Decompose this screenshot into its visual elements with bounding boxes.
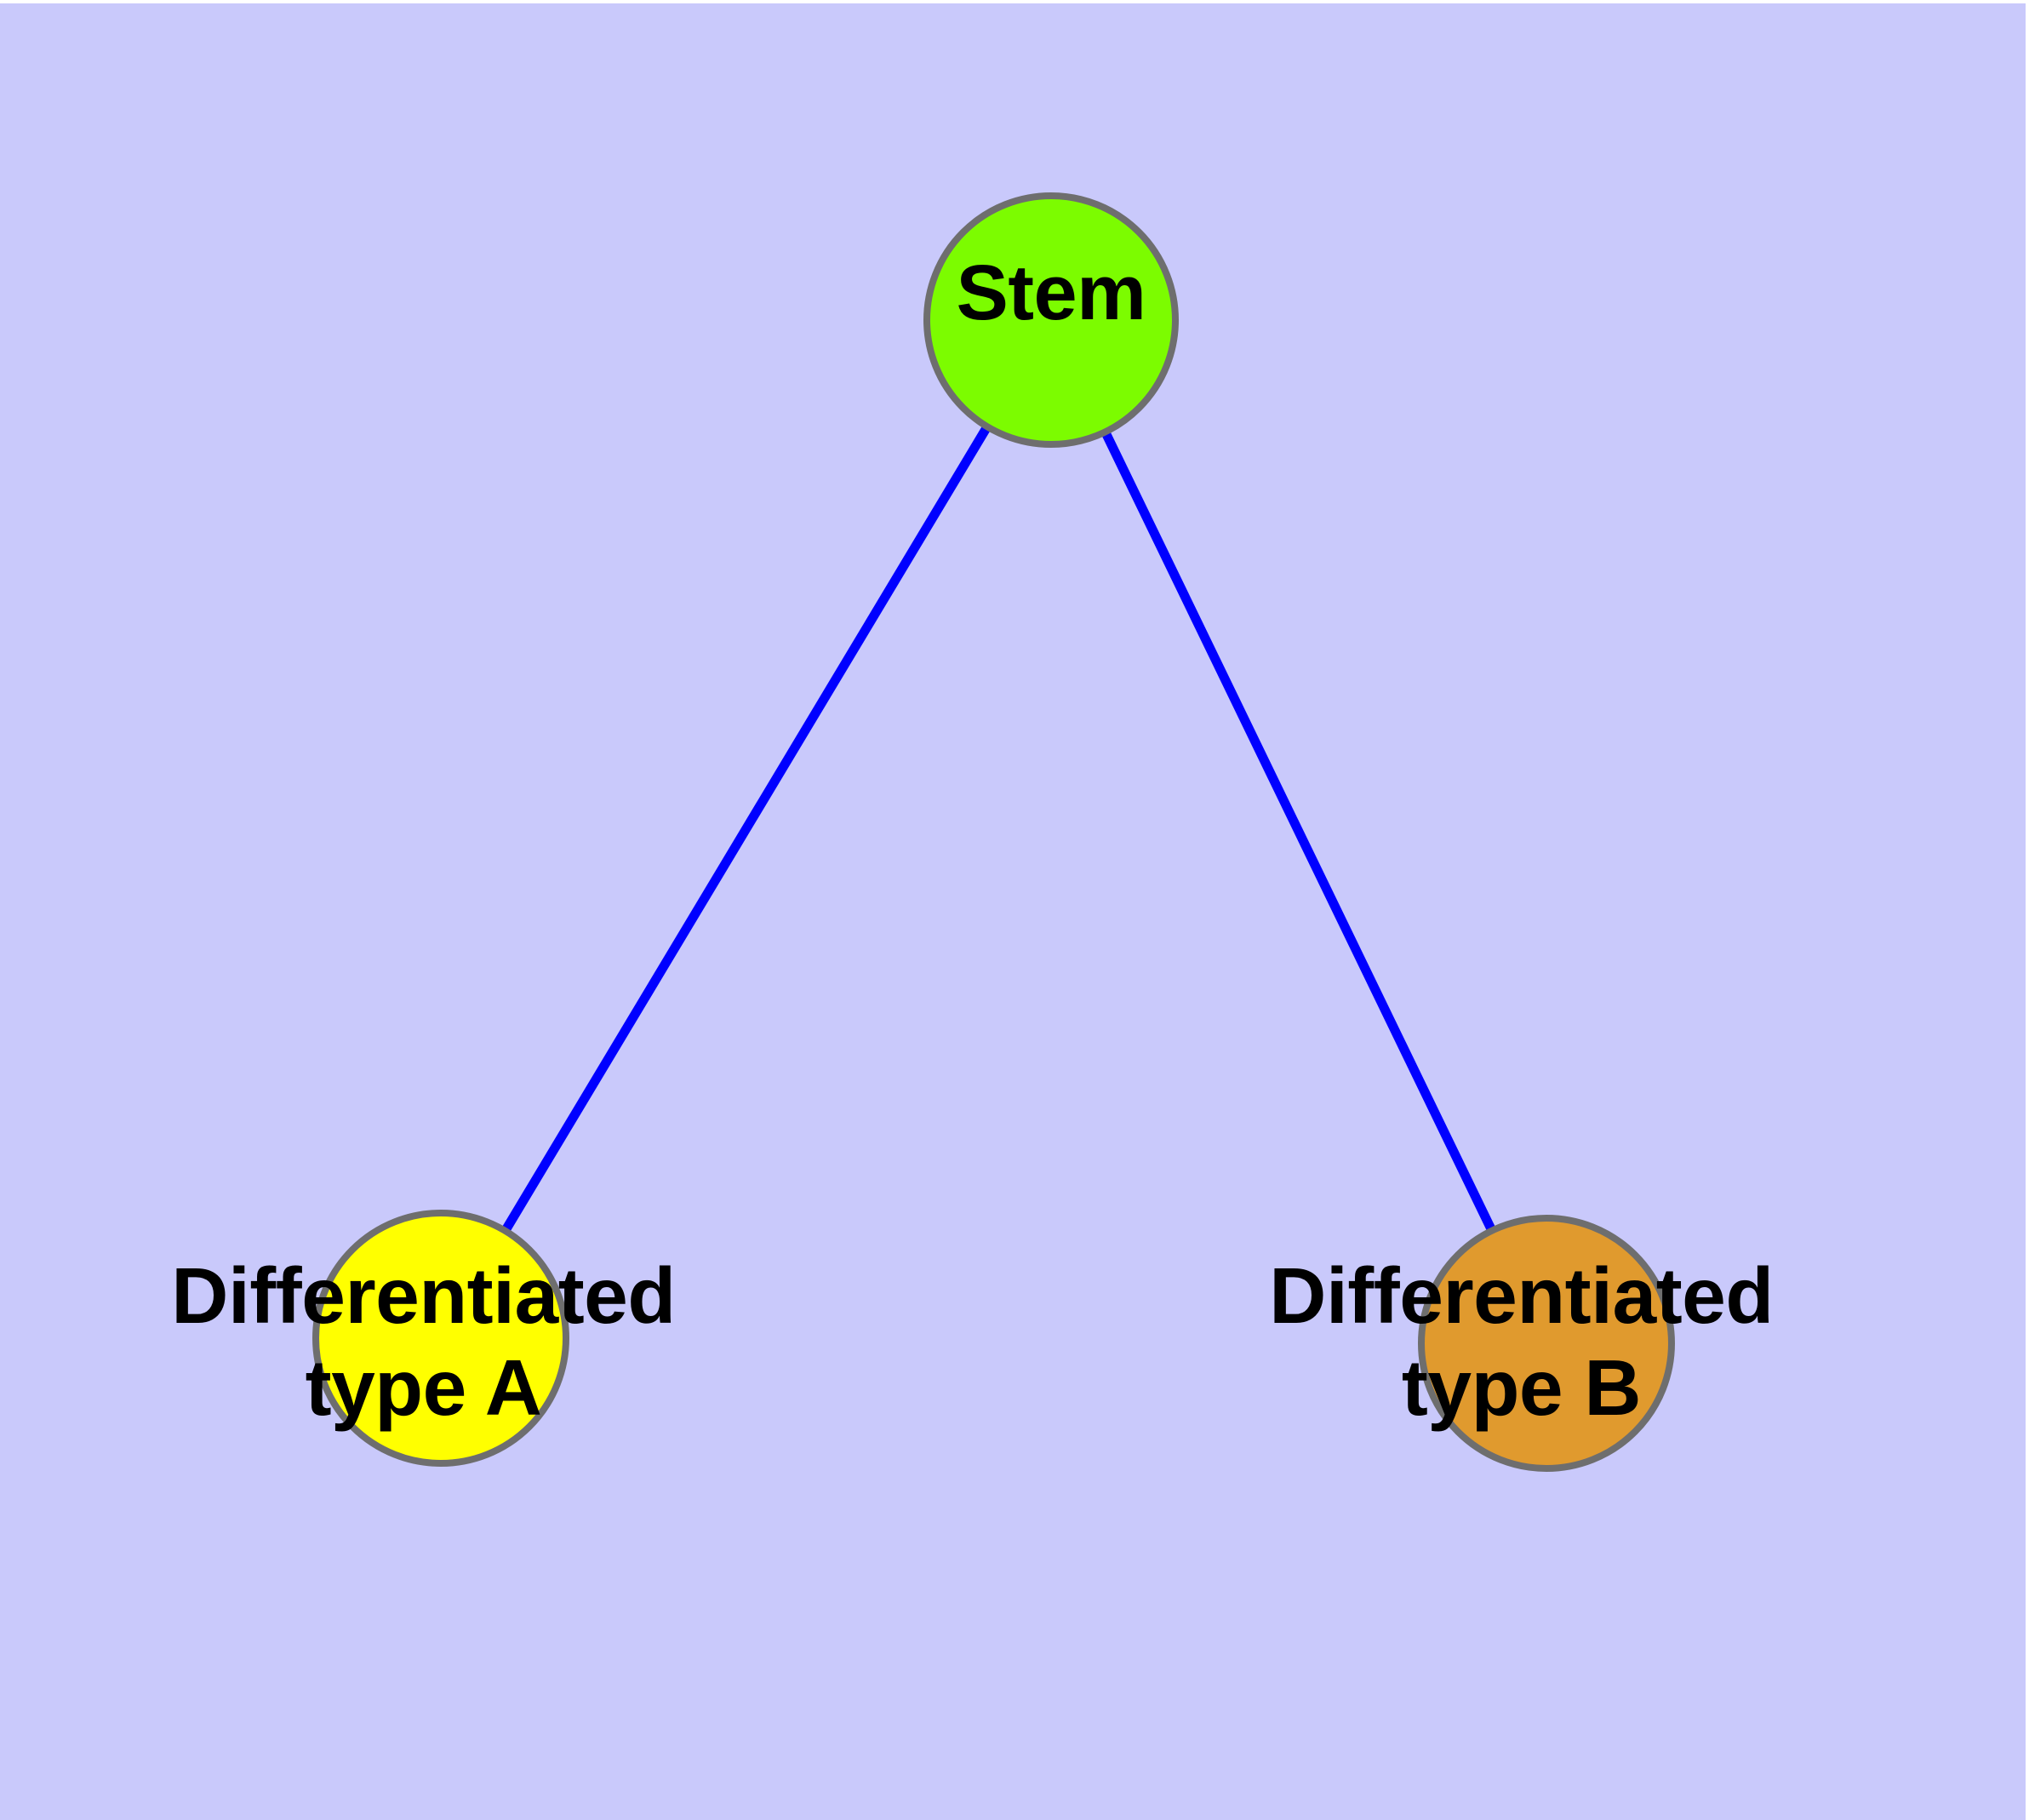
- node-differentiated-type-b[interactable]: [1418, 1215, 1675, 1472]
- node-group: [312, 192, 1675, 1472]
- node-differentiated-type-a[interactable]: [312, 1210, 569, 1467]
- edge-stem-to-differentiated-type-b[interactable]: [1047, 318, 1551, 1346]
- graph-svg: [312, 192, 1675, 1472]
- edge-group: [437, 318, 1551, 1346]
- edge-stem-to-differentiated-type-a[interactable]: [437, 318, 1055, 1341]
- node-stem[interactable]: [923, 192, 1179, 448]
